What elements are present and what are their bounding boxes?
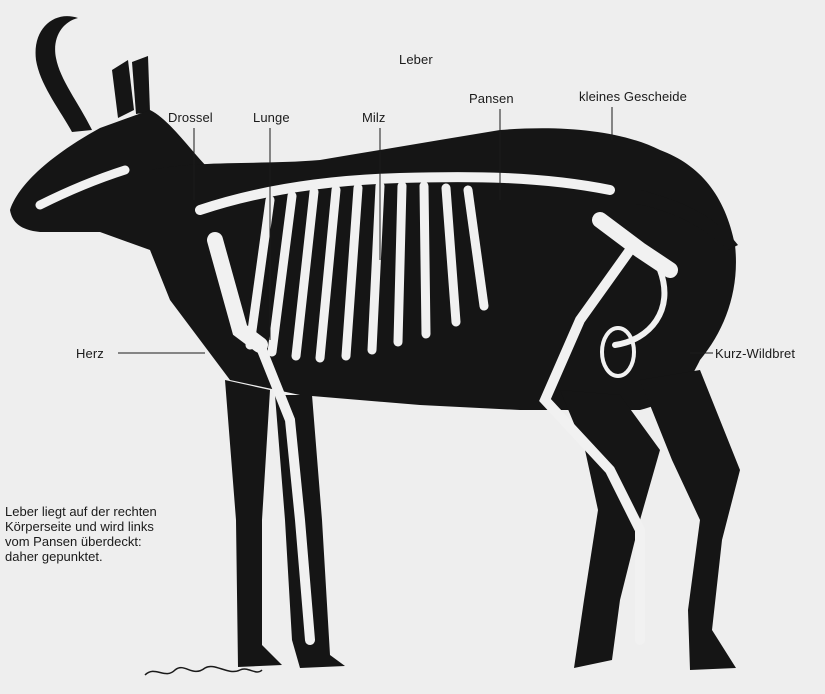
liver-note-line: daher gepunktet. <box>5 549 245 564</box>
body <box>150 128 736 410</box>
ear <box>132 56 150 114</box>
label-kurz-wildbret: Kurz-Wildbret <box>715 346 795 361</box>
horn <box>36 16 92 132</box>
label-drossel: Drossel <box>168 110 213 125</box>
liver-note-line: Körperseite und wird links <box>5 519 245 534</box>
label-pansen: Pansen <box>469 91 514 106</box>
liver-note-line: vom Pansen überdeckt: <box>5 534 245 549</box>
label-kleines-gescheide: kleines Gescheide <box>579 89 687 104</box>
ear <box>112 60 134 118</box>
label-lunge: Lunge <box>253 110 290 125</box>
hind-leg <box>640 370 740 670</box>
liver-note-line: Leber liegt auf der rechten <box>5 504 245 519</box>
artist-signature <box>145 666 262 675</box>
label-herz: Herz <box>76 346 104 361</box>
label-leber: Leber <box>399 52 433 67</box>
liver-note: Leber liegt auf der rechten Körperseite … <box>5 504 245 564</box>
label-milz: Milz <box>362 110 386 125</box>
